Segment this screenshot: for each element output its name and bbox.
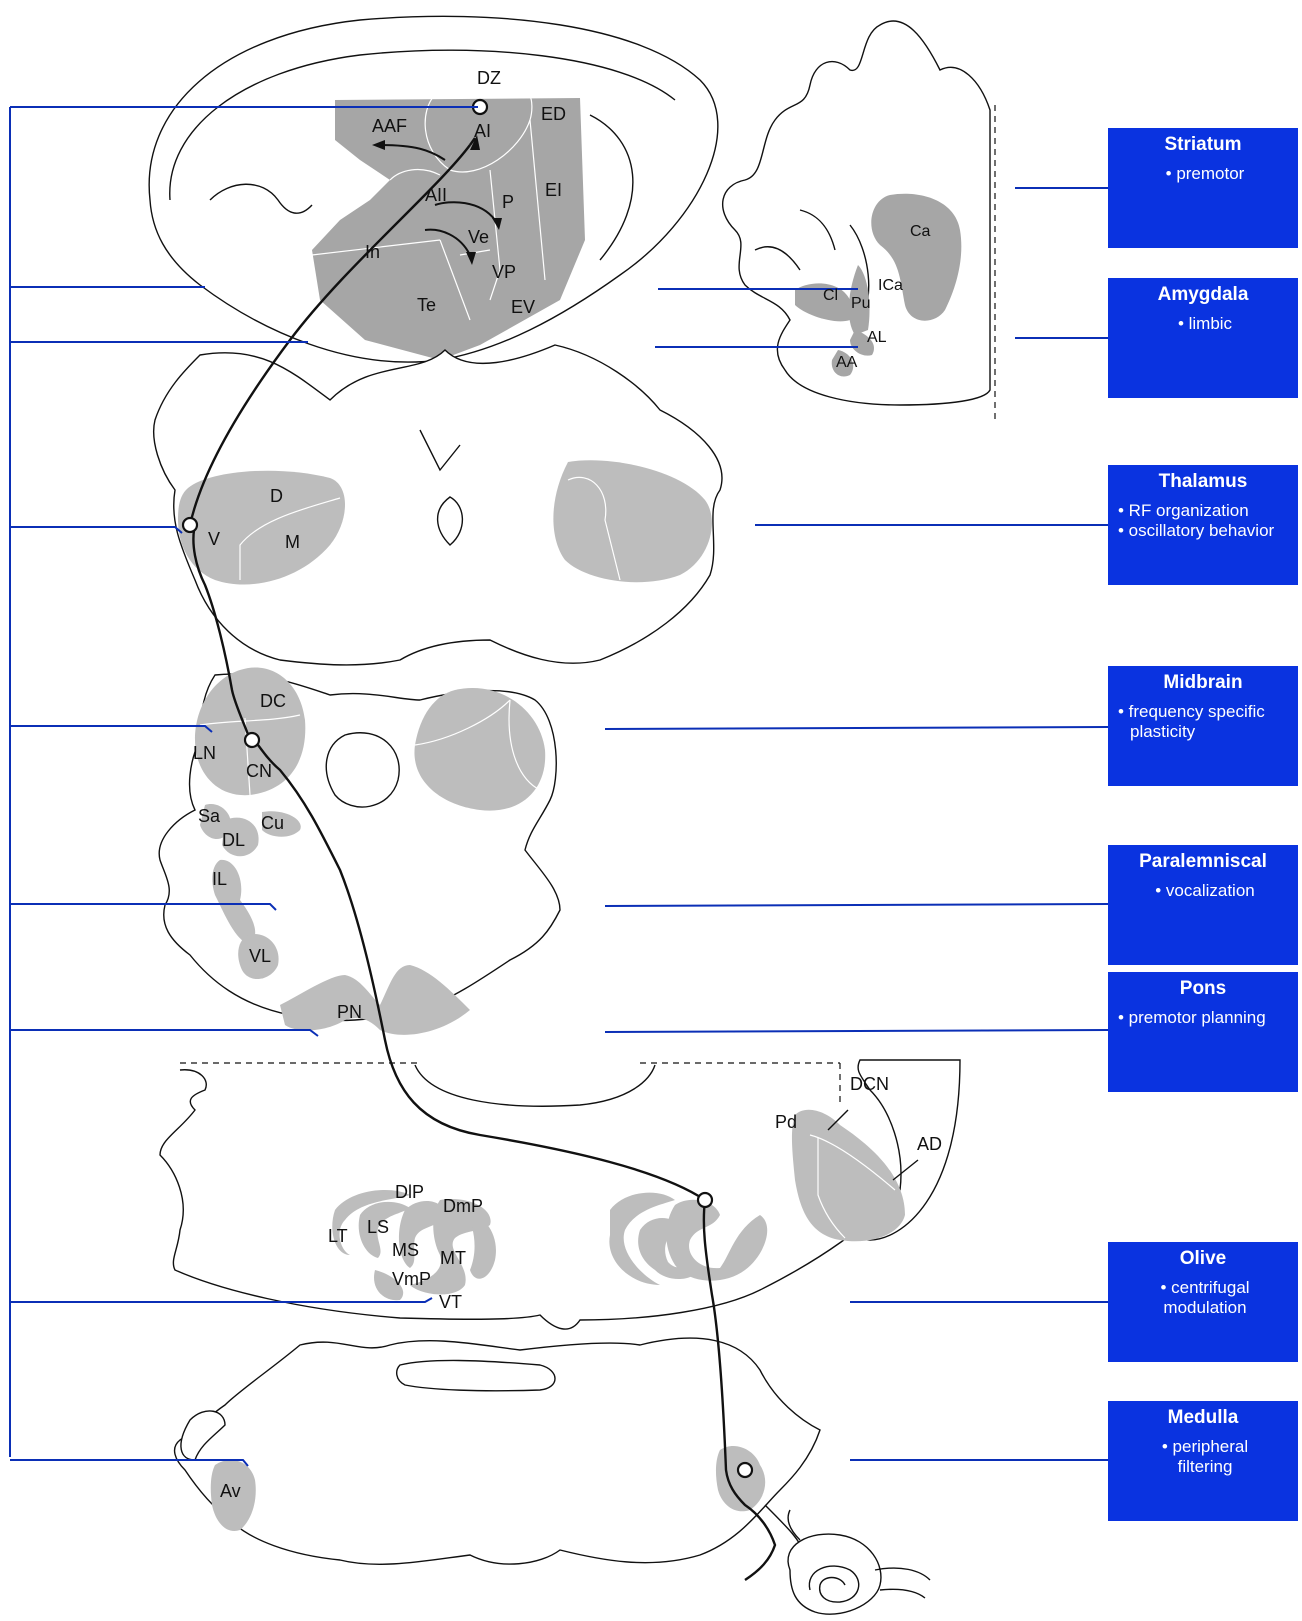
label-cl: Cl [823,287,838,304]
box-list: • limbic [1108,314,1298,334]
olive-section [160,1060,960,1329]
label-aa: AA [836,354,858,371]
label-ai: AI [474,121,491,141]
box-list: • peripheral filtering [1108,1437,1298,1477]
label-p: P [502,192,514,212]
label-dl: DL [222,830,245,850]
box-item: • RF organization [1118,501,1292,521]
thalamus-section [154,345,722,665]
box-item: • premotor [1118,164,1292,184]
label-pn: PN [337,1002,362,1022]
pons-labels: PN [337,1002,362,1022]
label-ve: Ve [468,227,489,247]
medulla-labels: Av [220,1481,241,1501]
box-list: • premotor [1108,164,1298,184]
label-aaf: AAF [372,116,407,136]
label-vp: VP [492,262,516,282]
box-item: • vocalization [1118,881,1292,901]
box-item: filtering [1118,1457,1292,1477]
label-ev: EV [511,297,535,317]
box-olive: Olive • centrifugal modulation [1108,1242,1298,1362]
box-item: • centrifugal [1118,1278,1292,1298]
label-dcn: DCN [850,1074,889,1094]
label-cn: CN [246,761,272,781]
box-item: • peripheral [1118,1437,1292,1457]
box-item: • frequency specific [1118,702,1292,722]
label-d: D [270,486,283,506]
label-mt: MT [440,1248,466,1268]
label-te: Te [417,295,436,315]
label-ica: ICa [878,277,903,294]
box-list: • vocalization [1108,881,1298,901]
box-title: Olive [1108,1248,1298,1270]
label-lt: LT [328,1226,348,1246]
label-av: Av [220,1481,241,1501]
relay-medulla [738,1463,752,1477]
box-title: Amygdala [1108,284,1298,306]
label-ms: MS [392,1240,419,1260]
label-dz: DZ [477,68,501,88]
label-pd: Pd [775,1112,797,1132]
label-pu: Pu [851,295,871,312]
box-list: • frequency specific plasticity [1108,702,1298,742]
box-title: Midbrain [1108,672,1298,694]
label-aii: AII [425,185,447,205]
label-m: M [285,532,300,552]
box-midbrain: Midbrain • frequency specific plasticity [1108,666,1298,786]
box-item: • premotor planning [1118,1008,1292,1028]
relay-olive [698,1193,712,1207]
label-al: AL [867,329,887,346]
box-title: Pons [1108,978,1298,1000]
label-ed: ED [541,104,566,124]
label-vmp: VmP [392,1269,431,1289]
label-ls: LS [367,1217,389,1237]
box-item: plasticity [1118,722,1292,742]
box-title: Striatum [1108,134,1298,156]
label-ca: Ca [910,223,931,240]
box-title: Thalamus [1108,471,1298,493]
label-cu: Cu [261,813,284,833]
label-il: IL [212,869,227,889]
box-amygdala: Amygdala • limbic [1108,278,1298,398]
box-striatum: Striatum • premotor [1108,128,1298,248]
coronal-section [723,21,995,420]
relay-midbrain [245,733,259,747]
box-title: Paralemniscal [1108,851,1298,873]
label-dmp: DmP [443,1196,483,1216]
box-paralemniscal: Paralemniscal • vocalization [1108,845,1298,965]
box-list: • premotor planning [1108,1008,1298,1028]
box-item: modulation [1118,1298,1292,1318]
box-title: Medulla [1108,1407,1298,1429]
label-in: In [365,242,380,262]
box-pons: Pons • premotor planning [1108,972,1298,1092]
label-vl: VL [249,946,271,966]
label-sa: Sa [198,806,221,826]
medulla-section [175,1338,930,1614]
midbrain-section [159,667,560,1034]
label-ln: LN [193,743,216,763]
relay-thalamus [183,518,197,532]
label-vt: VT [439,1292,462,1312]
label-v: V [208,529,220,549]
box-list: • centrifugal modulation [1108,1278,1298,1318]
label-ei: EI [545,180,562,200]
box-item: • limbic [1118,314,1292,334]
label-ad: AD [917,1134,942,1154]
box-item: • oscillatory behavior [1118,521,1292,541]
label-dlp: DlP [395,1182,424,1202]
box-thalamus: Thalamus • RF organization • oscillatory… [1108,465,1298,585]
box-medulla: Medulla • peripheral filtering [1108,1401,1298,1521]
label-dc: DC [260,691,286,711]
box-list: • RF organization • oscillatory behavior [1108,501,1298,541]
